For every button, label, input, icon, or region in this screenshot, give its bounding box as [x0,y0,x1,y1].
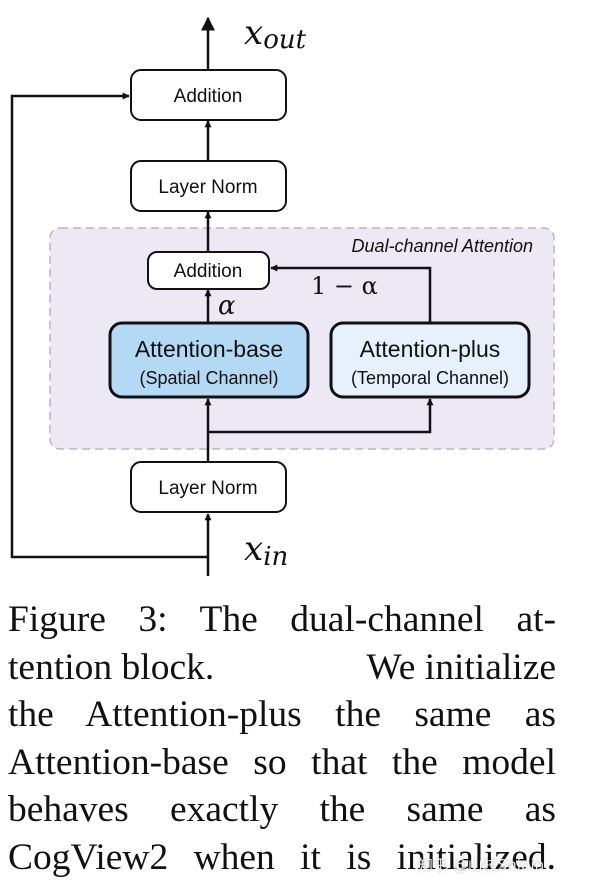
one-minus-alpha-arrow [270,264,432,323]
arrow-to-attention-plus [208,398,434,434]
addition-inner-label: Addition [174,261,243,282]
addition-top-box [130,69,287,121]
x-in-label: xin [244,529,288,572]
attention-base-box [108,321,310,399]
attention-plus-title: Attention-plus [360,336,501,362]
dual-channel-attention-diagram: Dual-channel Attention xout Addition Lay… [10,13,555,576]
caption-line-4: Attention-base so that the model [8,741,556,783]
figure-caption: Figure 3: The dual-channel at- tention b… [8,596,556,881]
watermark: 知乎 @山枝Shinin [418,856,545,874]
caption-line-2: tention block. We initialize [8,644,556,692]
layer-norm-bottom-box [130,461,287,513]
layer-norm-top-box [130,160,287,212]
caption-line-2b: We initialize [366,646,556,688]
attention-plus-box [329,321,531,399]
alpha-label: α [218,291,236,321]
attention-plus-subtitle: (Temporal Channel) [351,368,509,388]
one-minus-alpha-label: 1 − α [311,272,378,300]
attention-base-title: Attention-base [135,336,283,362]
caption-line-6: CogView2 when it is initialized. [8,836,556,878]
attention-base-subtitle: (Spatial Channel) [139,368,278,388]
caption-line-5: behaves exactly the same as [8,789,556,830]
caption-line-1: Figure 3: The dual-channel at- [8,599,556,640]
layer-norm-top-label: Layer Norm [158,177,257,198]
caption-line-3: the Attention-plus the same as [8,694,556,735]
caption-line-2a: tention block. [8,646,215,688]
residual-connection-arrow [10,92,208,559]
x-out-label: xout [244,13,307,55]
addition-inner-box [147,251,270,290]
layer-norm-bottom-label: Layer Norm [158,478,257,499]
addition-top-label: Addition [174,86,243,107]
group-label: Dual-channel Attention [352,236,533,256]
